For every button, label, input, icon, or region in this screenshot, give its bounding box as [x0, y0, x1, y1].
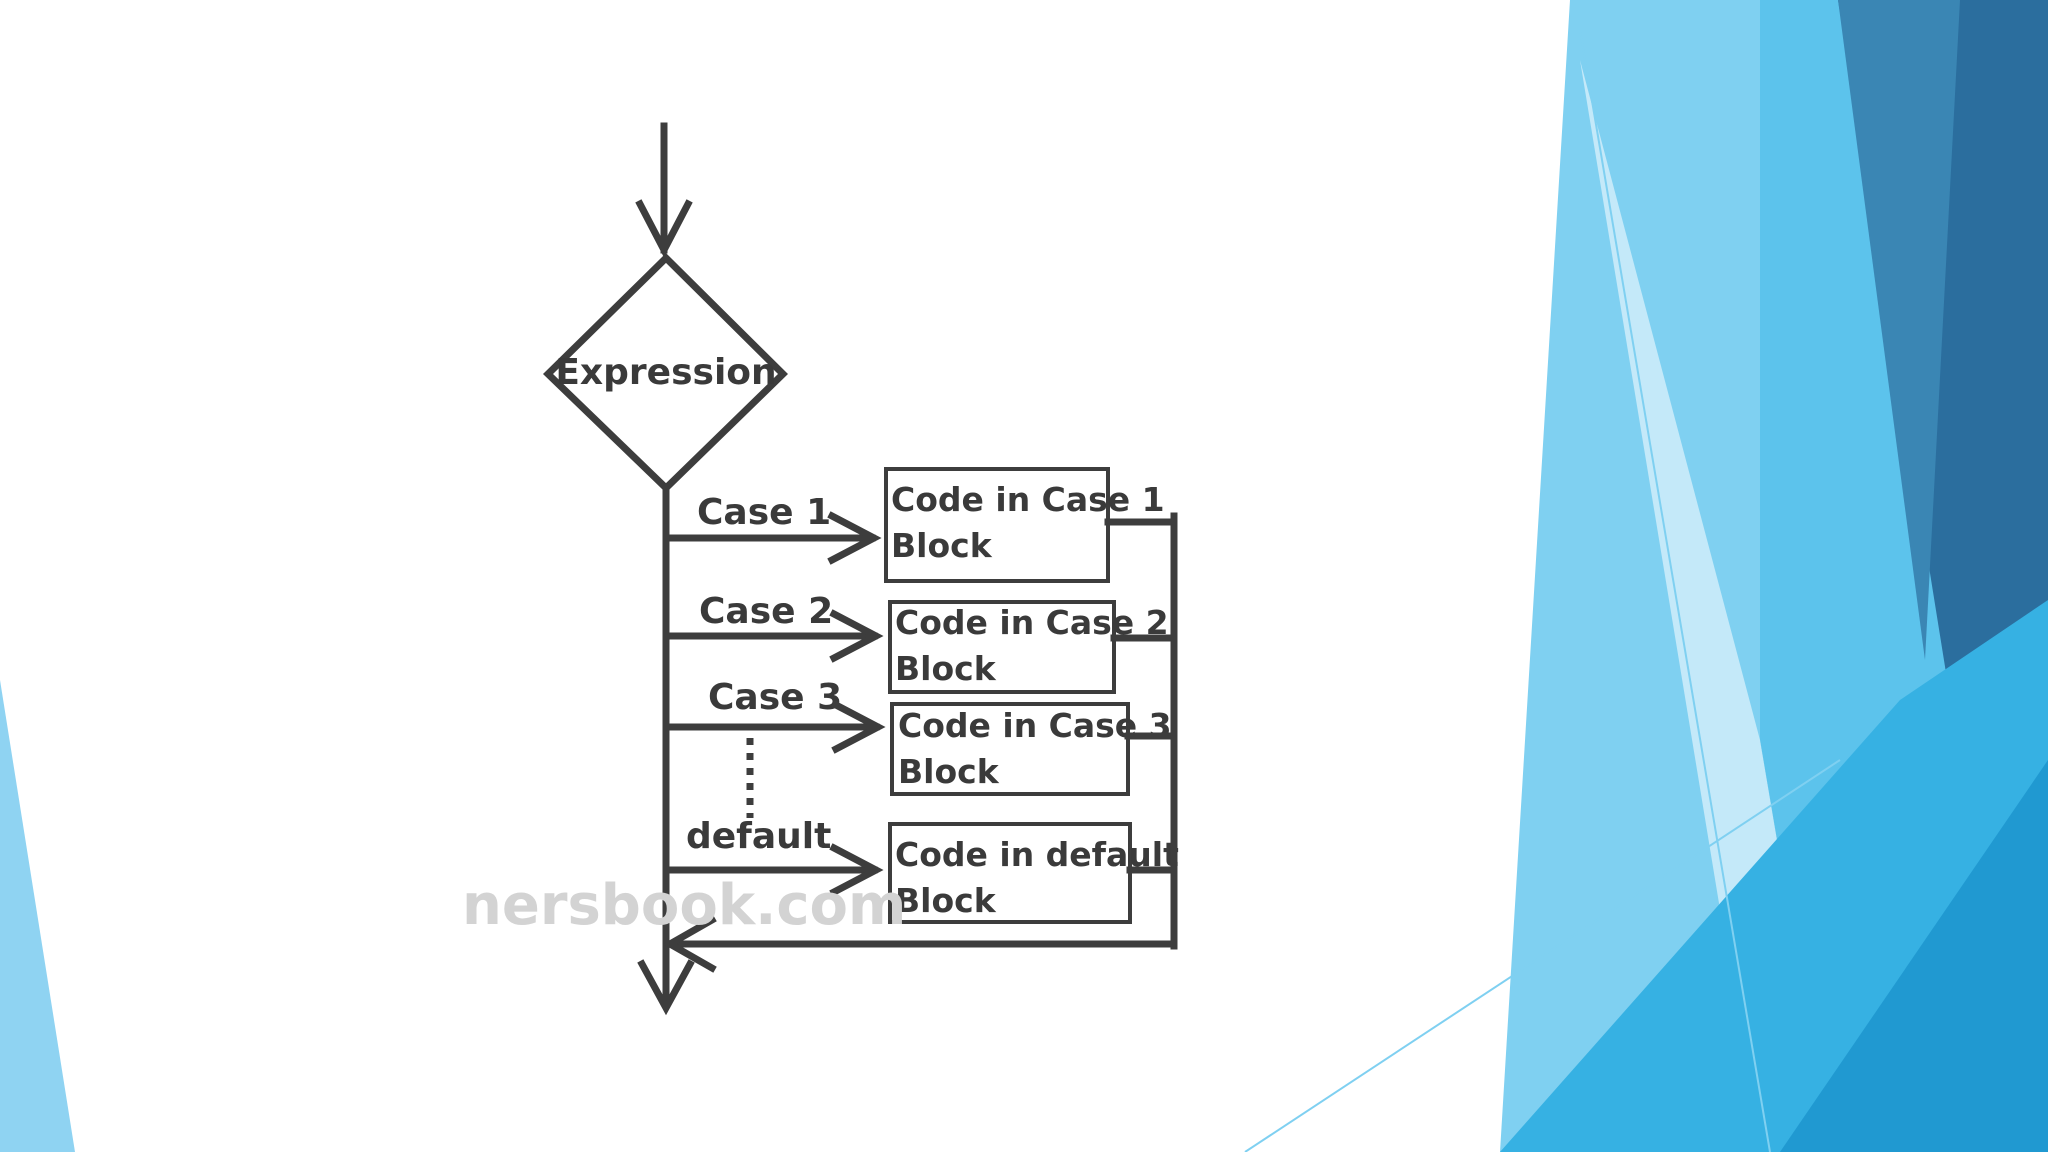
default-label: default: [686, 816, 831, 857]
left-accent-shape: [0, 680, 75, 1152]
case-1-arrowhead: [827, 511, 882, 565]
entry-arrowhead: [635, 199, 693, 258]
case-3-block-line2: Block: [898, 752, 1000, 791]
watermark-text: nersbook.com: [462, 873, 906, 938]
case-3-arrowhead: [831, 700, 886, 754]
default-block: [888, 822, 1132, 924]
decision-label: Expression: [555, 352, 776, 393]
bottom-deep-panel: [1780, 760, 2048, 1152]
accent-thin-line-1: [1579, 29, 1771, 1152]
case-3-block: [890, 702, 1130, 796]
case-3-label: Case 3: [708, 677, 842, 718]
exit-arrowhead: [637, 959, 695, 1016]
case-2-arrowhead: [829, 609, 884, 663]
case-2-block: [888, 600, 1116, 694]
case-2-block-line2: Block: [895, 649, 997, 688]
case-1-block-line1: Code in Case 1: [891, 480, 1165, 519]
case-1-label: Case 1: [697, 492, 831, 533]
merge-arrowhead: [662, 915, 717, 973]
case-2-label: Case 2: [699, 591, 833, 632]
case-1-block: [884, 467, 1110, 583]
default-arrowhead: [829, 843, 884, 897]
default-block-line2: Block: [895, 881, 997, 920]
right-steel-panel: [1838, 0, 1960, 660]
accent-thin-line-2: [1244, 759, 1841, 1152]
case-1-block-line2: Block: [891, 526, 993, 565]
